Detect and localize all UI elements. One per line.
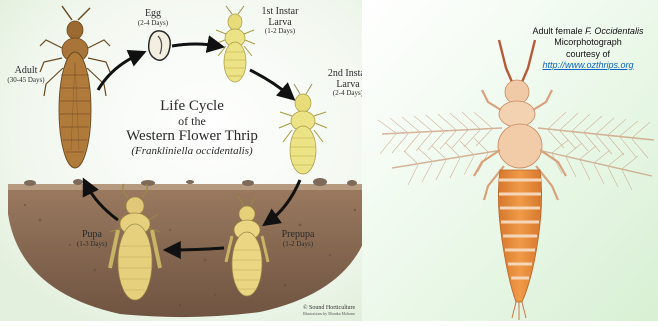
life-cycle-diagram: Adult (30-45 Days) Egg (2-4 Days) 1st In… — [0, 0, 380, 321]
diagram-title: Life Cycle of the Western Flower Thrip (… — [108, 98, 276, 158]
title-line3: Western Flower Thrip — [108, 128, 276, 145]
adult-label: Adult (30-45 Days) — [0, 66, 52, 84]
pupa-name: Pupa — [70, 230, 114, 241]
life-cycle-illustration — [0, 0, 380, 321]
pupa-label: Pupa (1-3 Days) — [70, 230, 114, 248]
caption-species: F. Occidentalis — [585, 26, 643, 36]
pupa-days: (1-3 Days) — [70, 241, 114, 248]
prepupa-name: Prepupa — [270, 230, 326, 241]
caption-prefix: Adult female — [533, 26, 586, 36]
micrograph-caption: Adult female F. Occidentalis Micorphotog… — [520, 26, 656, 71]
ozthrips-link[interactable]: http://www.ozthrips.org — [520, 60, 656, 71]
larva1-name-line1: 1st Instar — [250, 7, 310, 18]
caption-line2: Micorphotograph — [520, 37, 656, 48]
larva1-days: (1-2 Days) — [250, 28, 310, 35]
caption-line1: Adult female F. Occidentalis — [520, 26, 656, 37]
adult-name: Adult — [0, 66, 52, 77]
title-line1: Life Cycle — [108, 98, 276, 115]
egg — [149, 31, 171, 60]
adult-days: (30-45 Days) — [0, 77, 52, 84]
title-line2: of the — [108, 115, 276, 128]
prepupa-days: (1-2 Days) — [270, 241, 326, 248]
egg-days: (2-4 Days) — [128, 20, 178, 27]
prepupa-label: Prepupa (1-2 Days) — [270, 230, 326, 248]
egg-label: Egg (2-4 Days) — [128, 9, 178, 27]
egg-name: Egg — [128, 9, 178, 20]
caption-line3: courtesy of — [520, 49, 656, 60]
title-line4: (Frankliniella occidentalis) — [108, 145, 276, 158]
larva1-label: 1st Instar Larva (1-2 Days) — [250, 7, 310, 35]
